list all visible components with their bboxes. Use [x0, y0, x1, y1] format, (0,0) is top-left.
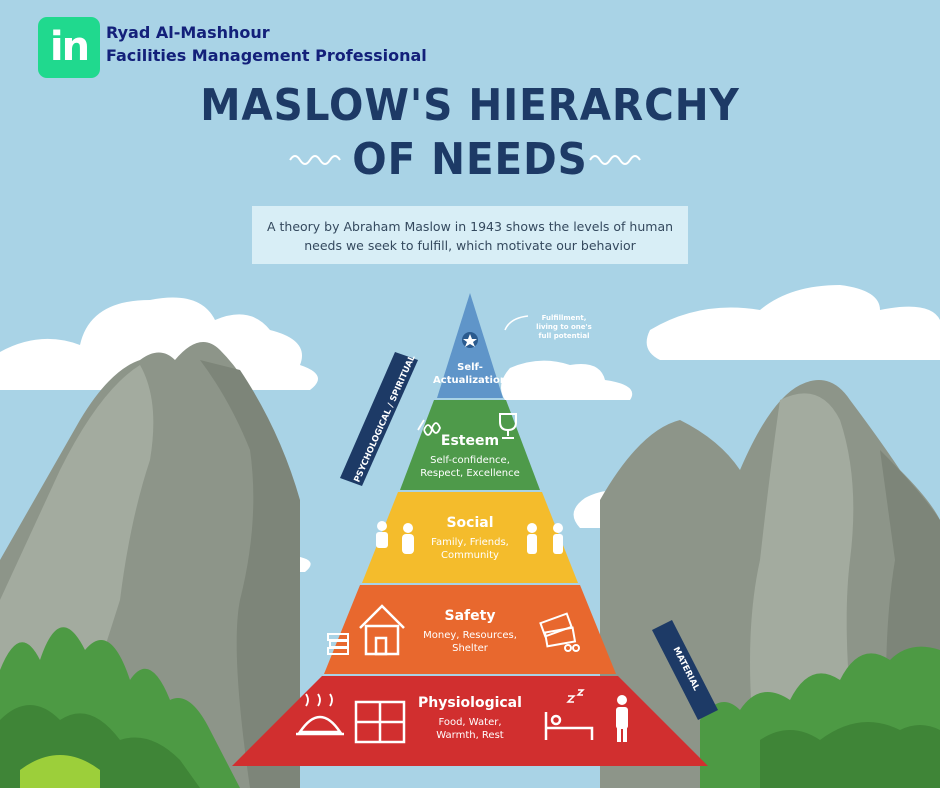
flourish-icon [289, 155, 641, 165]
level-title: Self- [457, 362, 483, 373]
level-title: Safety [444, 608, 496, 624]
star-badge-icon [462, 332, 478, 348]
level-title: Social [446, 515, 494, 531]
level-social [362, 492, 578, 583]
trees-left [0, 627, 240, 788]
linkedin-logo[interactable]: in [38, 17, 100, 78]
page-title-line1: MASLOW'S HIERARCHY [200, 80, 740, 131]
level-desc: Food, Water, [438, 717, 502, 728]
mountain-left-shadow [200, 360, 300, 788]
label-safety: Safety Money, Resources, Shelter [405, 607, 535, 655]
level-title: Physiological [418, 695, 522, 711]
level-title: Esteem [440, 433, 500, 449]
note-line1: Fulfillment, [541, 314, 587, 322]
level-desc: Self-confidence, [430, 455, 510, 466]
drinking-person-icon [616, 695, 628, 742]
note-line3: full potential [538, 332, 590, 340]
self-actualization-note: Fulfillment, living to one's full potent… [520, 314, 608, 341]
author-title: Facilities Management Professional [106, 46, 427, 65]
people-group-icon [376, 521, 414, 554]
level-desc: Respect, Excellence [420, 468, 520, 479]
money-icon [539, 612, 580, 652]
people-talking-icon [527, 523, 563, 554]
sleeping-bed-icon [544, 689, 594, 740]
cloud [501, 360, 633, 400]
level-title: Actualization [433, 375, 507, 386]
label-social: Social Family, Friends, Community [410, 514, 530, 562]
subtitle-line1: A theory by Abraham Maslow in 1943 shows… [266, 219, 674, 234]
subtitle-box: A theory by Abraham Maslow in 1943 shows… [252, 206, 688, 264]
page-title-line2: OF NEEDS [352, 134, 588, 185]
house-icon [359, 604, 405, 656]
level-desc: Money, Resources, [423, 630, 517, 641]
food-cloche-icon [296, 693, 344, 736]
subtitle-line2: needs we seek to fulfill, which motivate… [304, 238, 636, 253]
trophy-icon [499, 413, 517, 439]
author-name: Ryad Al-Mashhour [106, 23, 270, 42]
level-desc: Community [441, 550, 499, 561]
cloud [646, 285, 940, 360]
ribbon-left [340, 352, 418, 486]
arrow-icon [504, 315, 529, 331]
level-desc: Shelter [452, 643, 488, 654]
ribbon-right [652, 620, 718, 720]
cloud [0, 297, 318, 390]
label-self-actualization: Self- Actualization [420, 361, 520, 387]
level-desc: Warmth, Rest [436, 730, 504, 741]
window-icon [354, 700, 406, 744]
label-esteem: Esteem Self-confidence, Respect, Excelle… [410, 432, 530, 480]
level-desc: Family, Friends, [431, 537, 509, 548]
note-line2: living to one's [536, 323, 592, 331]
trees-right [700, 646, 940, 788]
books-icon [327, 633, 349, 655]
level-physiological [232, 676, 708, 766]
label-physiological: Physiological Food, Water, Warmth, Rest [405, 694, 535, 742]
hundred-icon [417, 419, 441, 436]
